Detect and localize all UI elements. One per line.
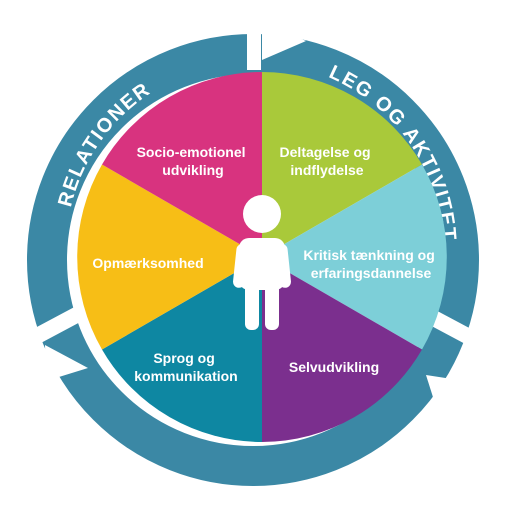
label-deltagelse: Deltagelse og indflydelse	[280, 144, 375, 178]
ring-gap-left	[16, 304, 88, 352]
segment-sprog	[102, 257, 262, 442]
ring-gap-right	[420, 306, 492, 354]
arrow-icon-top	[262, 22, 306, 60]
ring-gap-top	[247, 18, 261, 70]
segment-kritisk-taenkning	[262, 164, 447, 350]
label-socio-emotionel: Socio-emotionel udvikling	[137, 144, 250, 178]
ring-gaps	[16, 18, 492, 354]
label-sprog: Sprog og kommunikation	[134, 350, 237, 384]
child-figure-icon	[233, 195, 291, 330]
wheel-segments	[77, 72, 447, 442]
label-opmaerksomhed: Opmærksomhed	[92, 255, 203, 271]
label-kritisk-taenkning: Kritisk tænkning og erfaringsdannelse	[303, 247, 438, 281]
arrow-icon-right	[426, 375, 465, 413]
segment-socio-emotionel	[102, 72, 262, 257]
segment-opmaerksomhed	[77, 164, 263, 350]
arrow-icon-left	[45, 345, 88, 381]
label-selvudvikling: Selvudvikling	[289, 359, 379, 375]
segment-deltagelse	[262, 72, 422, 257]
segment-selvudvikling	[262, 257, 422, 442]
